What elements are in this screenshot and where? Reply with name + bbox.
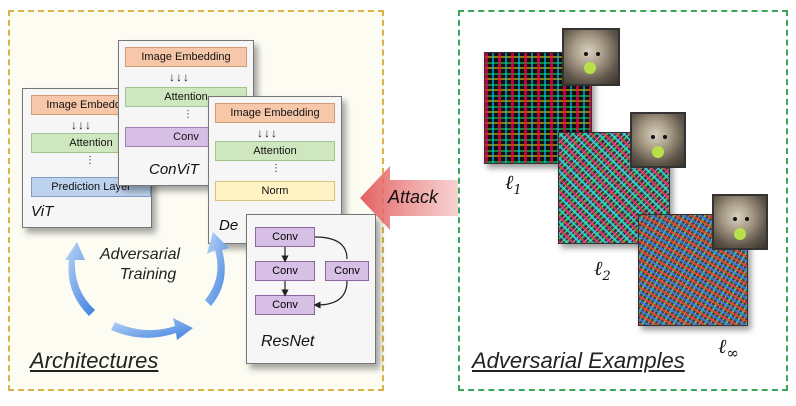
norm-linf-subscript: ∞ [726,344,739,362]
deit-name: De [219,217,239,234]
resnet-conv-1: Conv [255,227,315,247]
cycle-arrow-3 [205,232,229,306]
deit-attention: Attention [215,141,335,161]
deit-norm: Norm [215,181,335,201]
adversarial-training-cycle [65,232,229,340]
norm-l1-subscript: 1 [513,183,522,198]
norm-l2-label: ℓ2 [594,256,611,284]
norm-l1-symbol: ℓ [505,170,514,194]
resnet-conv-3: Conv [255,295,315,315]
resnet-conv-side: Conv [325,261,369,281]
vit-name: ViT [31,203,54,220]
adversarial-examples-title: Adversarial Examples [472,348,685,373]
norm-l1-label: ℓ1 [505,170,522,198]
convit-name: ConViT [149,161,199,178]
attack-label: Attack [388,187,439,207]
training-label: Training [119,266,177,283]
vit-dots: ⋮ [85,155,95,166]
deit-image-embedding: Image Embedding [215,103,335,123]
architectures-title: Architectures [30,348,159,373]
adversarial-label: Adversarial [100,246,181,263]
norm-linf-label: ℓ∞ [718,334,739,362]
norm-l2-subscript: 2 [602,269,611,284]
dog-image-l2 [630,112,686,168]
dog-image-l1 [562,28,620,86]
convit-dots: ⋮ [183,109,193,120]
cycle-arrow-1 [65,242,95,316]
resnet-name: ResNet [261,333,315,350]
resnet-connections [281,236,348,309]
cycle-arrow-2 [111,318,193,340]
attack-arrow [360,166,464,230]
noise-image-linf [638,214,748,326]
dog-image-linf [712,194,768,250]
vit-prediction-layer: Prediction Layer [31,177,151,197]
deit-arrows: ↓↓↓ [257,126,278,140]
norm-linf-symbol: ℓ [718,334,727,358]
vit-arrows: ↓↓↓ [71,118,92,132]
adversarial-training-label: Adversarial Training [100,245,180,285]
convit-image-embedding: Image Embedding [125,47,247,67]
deit-dots: ⋮ [271,163,281,174]
resnet-card: Conv Conv Conv Conv ResNet [246,214,376,364]
convit-arrows: ↓↓↓ [169,70,190,84]
norm-l2-symbol: ℓ [594,256,603,280]
